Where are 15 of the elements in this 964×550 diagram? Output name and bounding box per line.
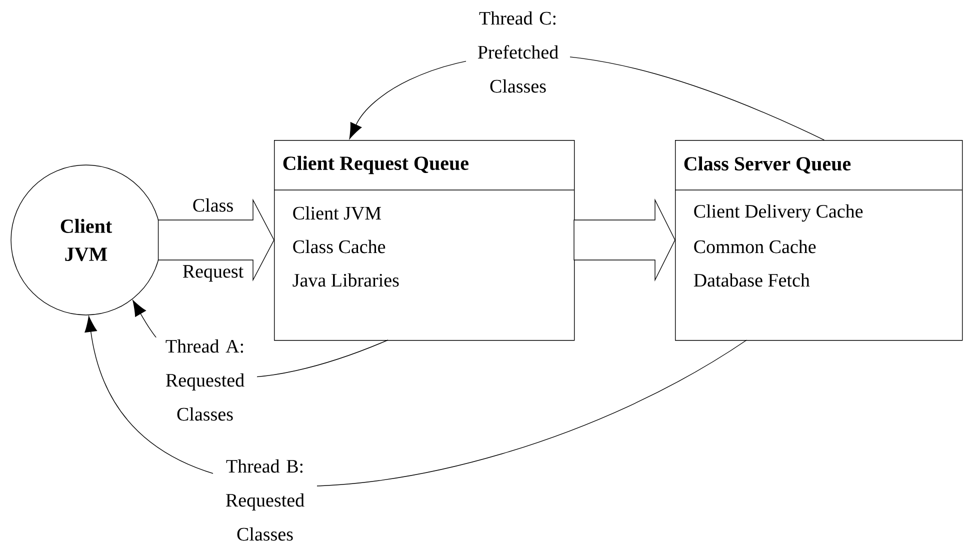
list-item: Client Delivery Cache	[694, 204, 863, 222]
edge-label: Thread C: Prefetched Classes	[466, 9, 570, 95]
list-item: Client JVM	[293, 206, 381, 220]
circle-node: Client JVM	[10, 164, 162, 316]
edge-label: Class Request	[182, 198, 244, 282]
list-item: Database Fetch	[694, 273, 810, 287]
block-arrow	[158, 198, 274, 282]
list-item: Class Cache	[293, 240, 386, 254]
box-heading: Client Request Queue	[283, 156, 468, 174]
list-item: Common Cache	[694, 240, 816, 254]
box-heading: Class Server Queue	[684, 156, 851, 174]
edge-label: Thread A: Requested Classes	[153, 337, 257, 423]
list-item: Java Libraries	[292, 273, 399, 287]
edge-label: Thread B: Requested Classes	[213, 457, 317, 543]
block-arrow	[574, 198, 676, 282]
